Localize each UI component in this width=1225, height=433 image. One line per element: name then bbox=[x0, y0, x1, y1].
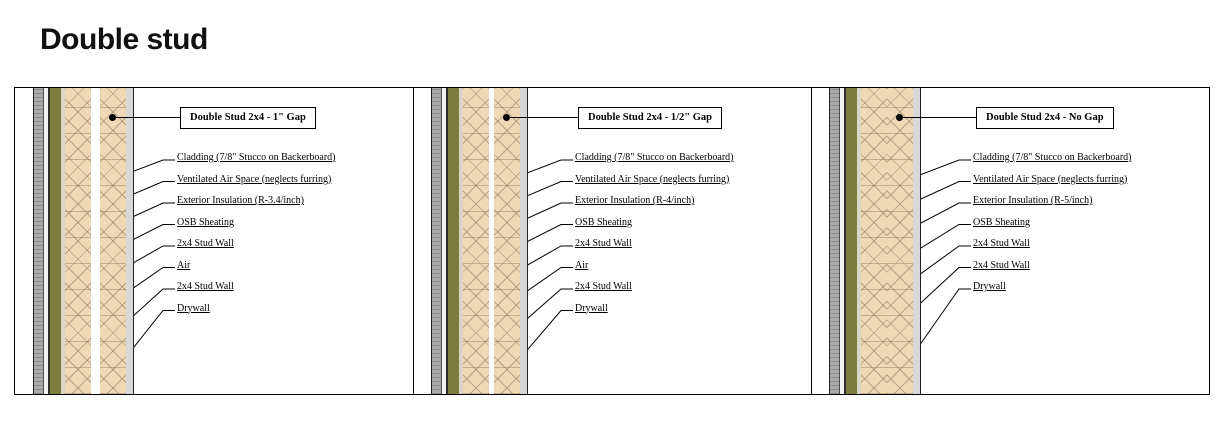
panel-title-box[interactable]: Double Stud 2x4 - 1/2" Gap bbox=[578, 107, 722, 129]
wall-layer-ventilated-air-space bbox=[840, 88, 844, 394]
wall-section bbox=[33, 88, 134, 394]
layer-label: 2x4 Stud Wall bbox=[177, 238, 234, 249]
layer-label: 2x4 Stud Wall bbox=[575, 238, 632, 249]
layer-label: 2x4 Stud Wall bbox=[177, 281, 234, 292]
wall-layer-stud-wall-inner bbox=[887, 88, 913, 394]
layer-label: Cladding (7/8" Stucco on Backerboard) bbox=[177, 152, 336, 163]
layer-label: Ventilated Air Space (neglects furring) bbox=[177, 173, 332, 185]
wall-layer-dark-membrane bbox=[844, 88, 846, 394]
layer-label: Ventilated Air Space (neglects furring) bbox=[575, 173, 730, 185]
layer-label: Drywall bbox=[575, 302, 608, 314]
layer-label: Exterior Insulation (R-3.4/inch) bbox=[177, 195, 304, 206]
wall-layer-air-gap bbox=[489, 88, 494, 394]
callout-leader-line bbox=[112, 117, 180, 118]
wall-layer-drywall bbox=[520, 88, 527, 394]
layer-label: Exterior Insulation (R-5/inch) bbox=[973, 195, 1093, 206]
wall-layer-drywall bbox=[913, 88, 920, 394]
wall-layer-cladding bbox=[830, 88, 840, 394]
wall-section bbox=[431, 88, 528, 394]
callout-leader-line bbox=[899, 117, 976, 118]
layer-label: Cladding (7/8" Stucco on Backerboard) bbox=[973, 152, 1132, 163]
wall-layer-air-gap bbox=[91, 88, 100, 394]
page-title: Double stud bbox=[40, 23, 208, 56]
layer-label: 2x4 Stud Wall bbox=[973, 259, 1030, 271]
layer-label: Air bbox=[575, 259, 589, 271]
wall-layer-osb-sheating bbox=[857, 88, 861, 394]
layer-label: Drywall bbox=[973, 281, 1006, 292]
layer-label: Ventilated Air Space (neglects furring) bbox=[973, 173, 1128, 185]
wall-layer-exterior-insulation bbox=[846, 88, 857, 394]
wall-layer-cladding bbox=[432, 88, 442, 394]
layer-label: Exterior Insulation (R-4/inch) bbox=[575, 195, 695, 206]
layer-label: Drywall bbox=[177, 302, 210, 314]
wall-layer-osb-sheating bbox=[61, 88, 65, 394]
callout-leader-line bbox=[506, 117, 578, 118]
layer-label: OSB Sheating bbox=[575, 216, 632, 228]
wall-layer-exterior-insulation bbox=[448, 88, 459, 394]
panel-divider bbox=[413, 88, 414, 394]
layer-label: Cladding (7/8" Stucco on Backerboard) bbox=[575, 152, 734, 163]
wall-layer-stud-wall-outer bbox=[463, 88, 489, 394]
wall-layer-stud-wall-inner bbox=[100, 88, 126, 394]
wall-section bbox=[829, 88, 921, 394]
panel-title-box[interactable]: Double Stud 2x4 - 1" Gap bbox=[180, 107, 316, 129]
wall-layer-stud-wall-outer bbox=[861, 88, 887, 394]
wall-layer-cladding bbox=[34, 88, 44, 394]
layer-label: OSB Sheating bbox=[973, 216, 1030, 228]
wall-layer-ventilated-air-space bbox=[44, 88, 48, 394]
wall-layer-drywall bbox=[126, 88, 133, 394]
wall-layer-stud-wall-inner bbox=[494, 88, 520, 394]
wall-layer-dark-membrane bbox=[48, 88, 50, 394]
layer-label: Air bbox=[177, 259, 191, 271]
wall-layer-stud-wall-outer bbox=[65, 88, 91, 394]
wall-layer-osb-sheating bbox=[459, 88, 463, 394]
wall-layer-dark-membrane bbox=[446, 88, 448, 394]
layer-label: OSB Sheating bbox=[177, 216, 234, 228]
panel-title-box[interactable]: Double Stud 2x4 - No Gap bbox=[976, 107, 1114, 129]
wall-layer-exterior-insulation bbox=[50, 88, 61, 394]
layer-label: 2x4 Stud Wall bbox=[575, 281, 632, 292]
wall-layer-ventilated-air-space bbox=[442, 88, 446, 394]
layer-label: 2x4 Stud Wall bbox=[973, 238, 1030, 249]
panel-divider bbox=[811, 88, 812, 394]
